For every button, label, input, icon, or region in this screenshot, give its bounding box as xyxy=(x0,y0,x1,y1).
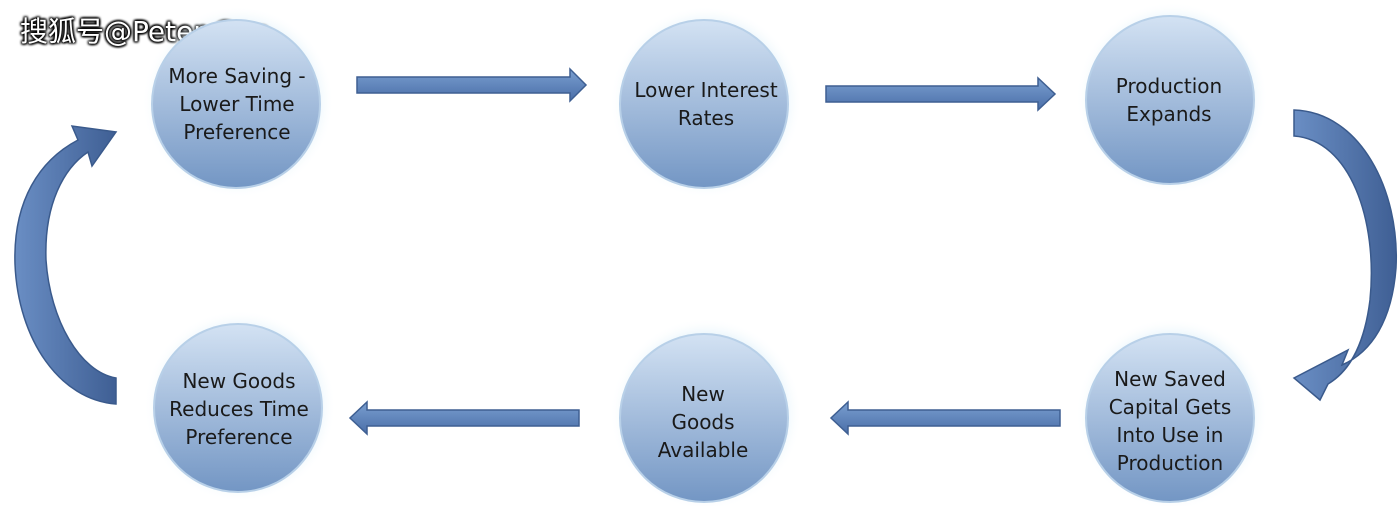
new-goods-available-label-line: New xyxy=(681,382,725,406)
arrow-capital-to-goods xyxy=(829,400,1061,436)
new-saved-capital-label-line: New Saved xyxy=(1114,367,1226,391)
more-saving-label-line: Lower Time xyxy=(179,92,294,116)
production-expands-label-line: Production xyxy=(1116,74,1222,98)
arrow-interest-to-production xyxy=(825,76,1057,112)
more-saving-label-line: More Saving - xyxy=(168,64,305,88)
new-goods-reduces-label-line: New Goods xyxy=(182,369,295,393)
new-goods-available-label-line: Available xyxy=(658,438,749,462)
curved-arrow-left xyxy=(14,125,118,405)
lower-interest-label-line: Rates xyxy=(678,106,734,130)
new-saved-capital-label-line: Into Use in xyxy=(1117,423,1224,447)
new-goods-available-label-line: Goods xyxy=(671,410,734,434)
more-saving-label-line: Preference xyxy=(183,120,290,144)
curved-arrow-right xyxy=(1292,109,1397,402)
new-goods-reduces-label-line: Reduces Time xyxy=(169,397,309,421)
new-goods-reduces-label-line: Preference xyxy=(185,425,292,449)
arrow-saving-to-interest xyxy=(356,67,588,103)
production-expands-label-line: Expands xyxy=(1126,102,1211,126)
arrow-goods-to-reduces xyxy=(348,400,580,436)
new-saved-capital-label-line: Capital Gets xyxy=(1109,395,1232,419)
new-saved-capital-label-line: Production xyxy=(1117,451,1223,475)
lower-interest-label-line: Lower Interest xyxy=(634,78,777,102)
